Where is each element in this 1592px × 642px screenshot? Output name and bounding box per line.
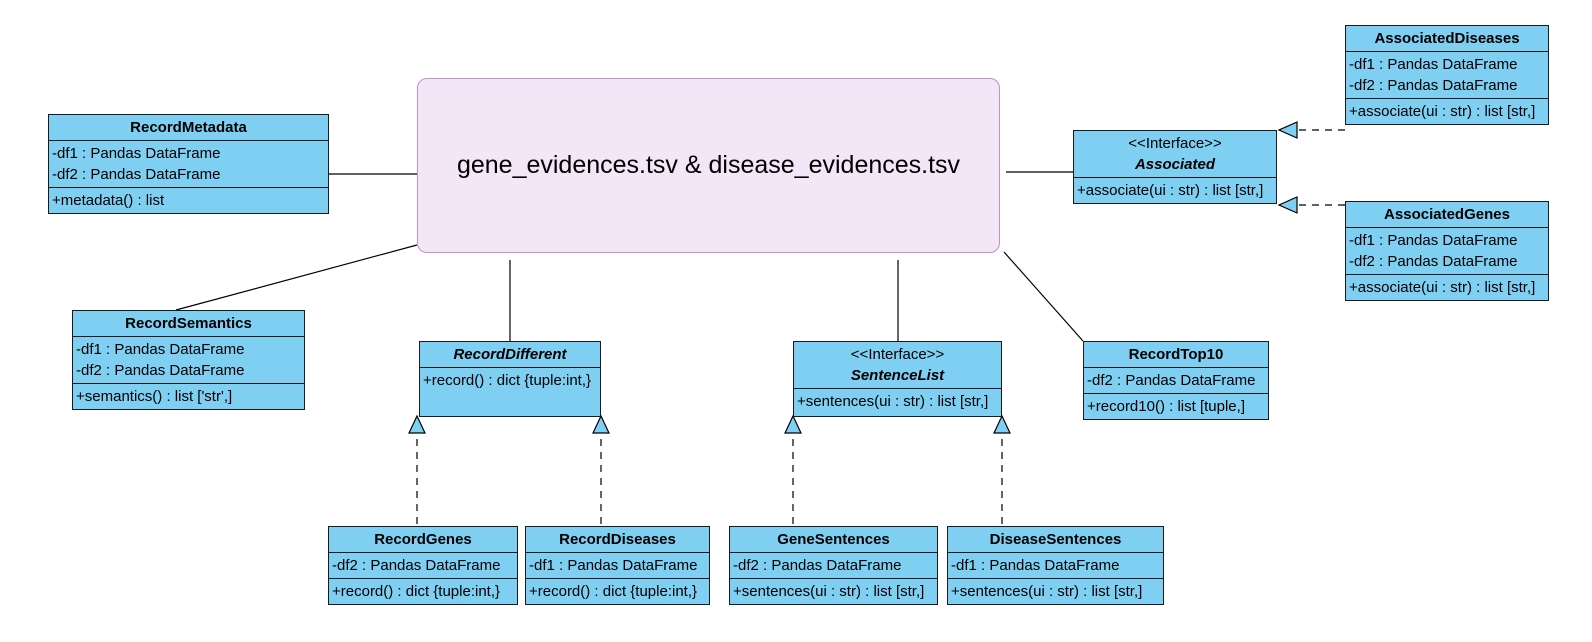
class-record-diseases: RecordDiseases -df1 : Pandas DataFrame +… xyxy=(525,526,710,605)
attribute: -df1 : Pandas DataFrame xyxy=(951,557,1120,574)
class-name: AssociatedDiseases xyxy=(1374,30,1520,47)
attribute: -df2 : Pandas DataFrame xyxy=(76,362,245,379)
assoc-semantics xyxy=(175,244,418,311)
attributes: -df1 : Pandas DataFrame -df2 : Pandas Da… xyxy=(73,336,304,383)
class-gene-sentences: GeneSentences -df2 : Pandas DataFrame +s… xyxy=(729,526,938,605)
attribute: -df1 : Pandas DataFrame xyxy=(1349,56,1518,73)
class-name: RecordTop10 xyxy=(1128,346,1224,363)
operation: +record() : dict {tuple:int,} xyxy=(529,583,698,600)
attributes: -df1 : Pandas DataFrame -df2 : Pandas Da… xyxy=(1346,227,1548,274)
operation: +associate(ui : str) : list [str,] xyxy=(1349,103,1536,120)
attribute: -df1 : Pandas DataFrame xyxy=(76,341,245,358)
stereotype-label: <<Interface>> xyxy=(1128,135,1222,152)
operation: +sentences(ui : str) : list [str,] xyxy=(797,393,989,410)
class-name: AssociatedGenes xyxy=(1384,206,1510,223)
operations: +associate(ui : str) : list [str,] xyxy=(1346,274,1548,300)
operations: +associate(ui : str) : list [str,] xyxy=(1346,98,1548,124)
class-name: RecordSemantics xyxy=(125,315,252,332)
operations: +record() : dict {tuple:int,} xyxy=(526,578,709,604)
attributes: -df1 : Pandas DataFrame -df2 : Pandas Da… xyxy=(1346,51,1548,98)
class-name: GeneSentences xyxy=(777,531,890,548)
realization-arrowhead xyxy=(784,414,802,434)
attribute: -df2 : Pandas DataFrame xyxy=(332,557,501,574)
class-name: DiseaseSentences xyxy=(989,531,1122,548)
operations: +sentences(ui : str) : list [str,] xyxy=(730,578,937,604)
operations: +record() : dict {tuple:int,} xyxy=(420,367,600,418)
operations: +semantics() : list ['str',] xyxy=(73,383,304,409)
attribute: -df2 : Pandas DataFrame xyxy=(1349,253,1518,270)
realization-arrowhead xyxy=(408,414,426,434)
class-associated-genes: AssociatedGenes -df1 : Pandas DataFrame … xyxy=(1345,201,1549,301)
stereotype-label: <<Interface>> xyxy=(850,346,945,363)
class-associated-diseases: AssociatedDiseases -df1 : Pandas DataFra… xyxy=(1345,25,1549,125)
class-name: RecordGenes xyxy=(374,531,472,548)
attribute: -df2 : Pandas DataFrame xyxy=(1087,372,1256,389)
operations: +associate(ui : str) : list [str,] xyxy=(1074,177,1276,203)
operation: +sentences(ui : str) : list [str,] xyxy=(733,583,925,600)
attribute: -df1 : Pandas DataFrame xyxy=(529,557,698,574)
class-record-different: RecordDifferent +record() : dict {tuple:… xyxy=(419,341,601,417)
data-source-node: gene_evidences.tsv & disease_evidences.t… xyxy=(417,78,1000,253)
attributes: -df2 : Pandas DataFrame xyxy=(1084,367,1268,393)
class-name: SentenceList xyxy=(850,367,945,384)
class-record-genes: RecordGenes -df2 : Pandas DataFrame +rec… xyxy=(328,526,518,605)
attributes: -df2 : Pandas DataFrame xyxy=(329,552,517,578)
interface-sentence-list: <<Interface>> SentenceList +sentences(ui… xyxy=(793,341,1002,417)
operation: +record() : dict {tuple:int,} xyxy=(423,372,592,389)
realization-arrowhead xyxy=(993,414,1011,434)
class-record-semantics: RecordSemantics -df1 : Pandas DataFrame … xyxy=(72,310,305,410)
operation: +record() : dict {tuple:int,} xyxy=(332,583,501,600)
attributes: -df1 : Pandas DataFrame xyxy=(526,552,709,578)
operations: +sentences(ui : str) : list [str,] xyxy=(948,578,1163,604)
operations: +record() : dict {tuple:int,} xyxy=(329,578,517,604)
data-source-label: gene_evidences.tsv & disease_evidences.t… xyxy=(456,151,961,179)
realization-arrowhead xyxy=(592,414,610,434)
class-record-top10: RecordTop10 -df2 : Pandas DataFrame +rec… xyxy=(1083,341,1269,420)
operations: +metadata() : list xyxy=(49,187,328,213)
attributes: -df1 : Pandas DataFrame -df2 : Pandas Da… xyxy=(49,140,328,187)
class-name: RecordMetadata xyxy=(130,119,247,136)
operation: +metadata() : list xyxy=(52,192,165,209)
attribute: -df1 : Pandas DataFrame xyxy=(52,145,221,162)
class-disease-sentences: DiseaseSentences -df1 : Pandas DataFrame… xyxy=(947,526,1164,605)
attribute: -df2 : Pandas DataFrame xyxy=(1349,77,1518,94)
interface-associated: <<Interface>> Associated +associate(ui :… xyxy=(1073,130,1277,204)
attribute: -df2 : Pandas DataFrame xyxy=(52,166,221,183)
class-name: RecordDiseases xyxy=(559,531,676,548)
operation: +associate(ui : str) : list [str,] xyxy=(1349,279,1536,296)
class-name: RecordDifferent xyxy=(453,346,567,363)
operation: +semantics() : list ['str',] xyxy=(76,388,233,405)
attributes: -df2 : Pandas DataFrame xyxy=(730,552,937,578)
realization-arrowhead xyxy=(1277,196,1298,214)
attribute: -df2 : Pandas DataFrame xyxy=(733,557,902,574)
operation: +associate(ui : str) : list [str,] xyxy=(1077,182,1264,199)
operation: +sentences(ui : str) : list [str,] xyxy=(951,583,1143,600)
operations: +sentences(ui : str) : list [str,] xyxy=(794,388,1001,414)
operation: +record10() : list [tuple,] xyxy=(1087,398,1245,415)
assoc-top10 xyxy=(1003,251,1084,342)
class-name: Associated xyxy=(1134,156,1216,173)
realization-arrowhead xyxy=(1277,121,1298,139)
attributes: -df1 : Pandas DataFrame xyxy=(948,552,1163,578)
class-record-metadata: RecordMetadata -df1 : Pandas DataFrame -… xyxy=(48,114,329,214)
attribute: -df1 : Pandas DataFrame xyxy=(1349,232,1518,249)
operations: +record10() : list [tuple,] xyxy=(1084,393,1268,419)
